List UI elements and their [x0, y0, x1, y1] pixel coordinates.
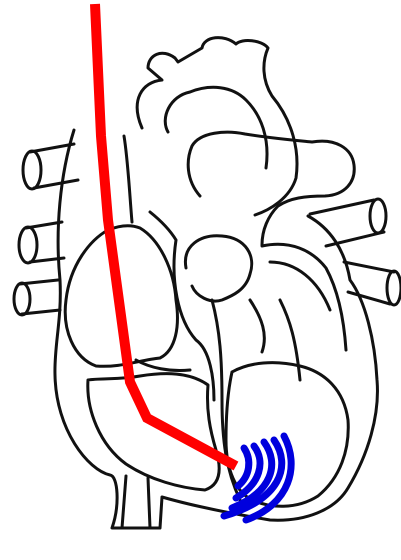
heart-diagram — [0, 0, 401, 560]
heart-diagram-canvas — [0, 0, 401, 560]
